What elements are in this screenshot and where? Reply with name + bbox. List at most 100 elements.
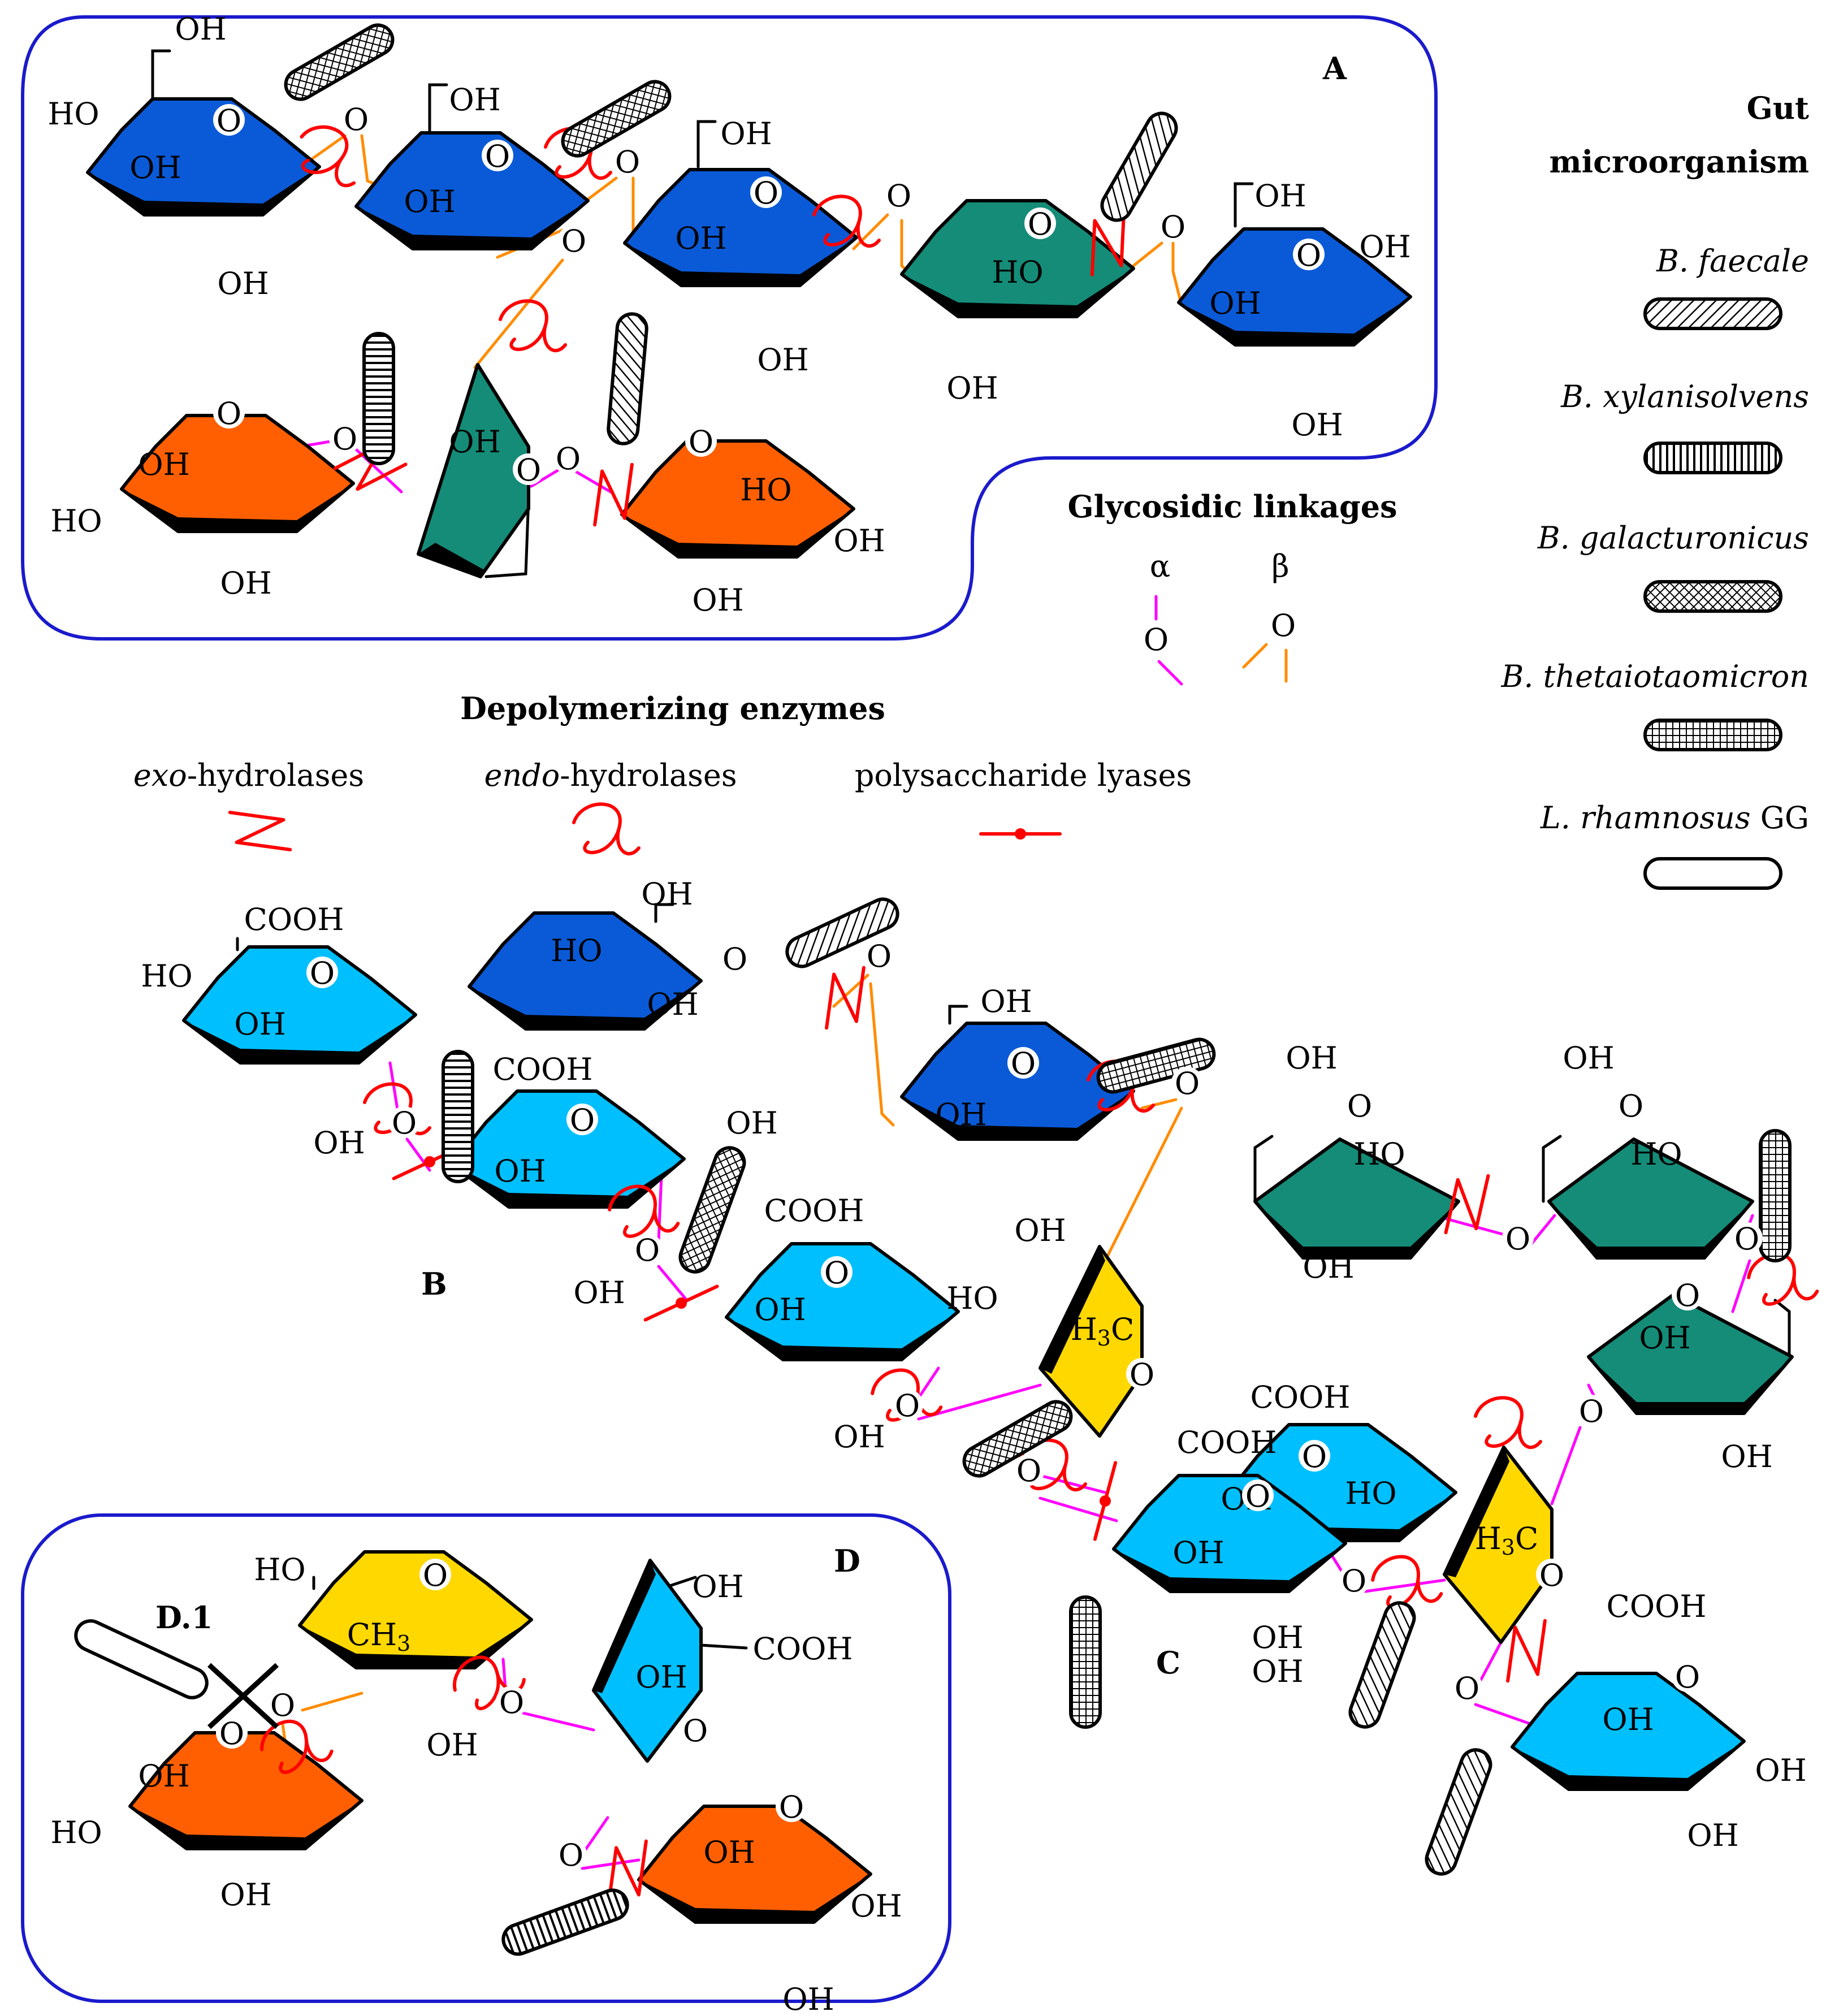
group-oh-102: OH <box>220 1877 271 1913</box>
microorganism-diagonal-8 <box>785 897 899 968</box>
endo-hydrolase-cut-2 <box>544 127 612 180</box>
panel-d1-label: D.1 <box>155 1599 213 1636</box>
group-o-59: O <box>824 1255 849 1291</box>
legend-bug-3-name: B. galacturonicus <box>1537 520 1809 556</box>
group-oh-48: OH <box>935 1097 986 1132</box>
group-ho-77: HO <box>1345 1476 1396 1511</box>
glucose-ring-5-bold-edge <box>1179 297 1410 345</box>
group-o-75: O <box>1245 1478 1270 1514</box>
ring-oxygen-gap <box>821 1256 853 1288</box>
alpha-linkage-26 <box>657 1265 689 1302</box>
galactose-ring-25-bold-edge <box>639 1874 871 1922</box>
ring-oxygen-gap <box>750 176 782 208</box>
bond-linkage-34 <box>1542 1135 1562 1203</box>
ring-oxygen-gap <box>566 1104 598 1135</box>
rhamnose-ring-15 <box>1039 1245 1144 1438</box>
group-oh-89: OH <box>1563 1040 1614 1076</box>
legend-bug-4-name: B. thetaiotaomicron <box>1501 659 1809 694</box>
polysaccharide-lyase-cut-21 <box>1093 1461 1118 1541</box>
legend-alpha-bond-bottom <box>1157 660 1183 686</box>
microorganism-grid-9 <box>1096 1037 1216 1094</box>
ring-oxygen-gap <box>1242 1479 1274 1511</box>
ring-oxygen-gap <box>1299 1440 1330 1472</box>
group-o-24: O <box>1161 209 1185 245</box>
group-o-67: O <box>1175 1066 1200 1101</box>
endo-hydrolase-cut-5 <box>499 299 567 353</box>
galactose-ring-8-bold-edge <box>622 509 854 557</box>
group-o-11: O <box>754 175 778 211</box>
group-oh-52: OH <box>494 1153 546 1189</box>
bond-linkage-33 <box>1253 1135 1274 1203</box>
group-oh-91: OH <box>1639 1320 1690 1356</box>
ring-oxygen-gap <box>1338 1564 1370 1596</box>
rhamnose-side-bold-edge <box>1444 1447 1509 1577</box>
beta-linkage-30 <box>1106 1106 1183 1257</box>
group-o-5: O <box>217 103 241 139</box>
alpha-linkage-23 <box>388 1061 400 1118</box>
microorganism-diagonal-5 <box>607 312 648 445</box>
group-o-37: O <box>556 441 581 477</box>
alpha-linkage-36 <box>1039 1474 1107 1494</box>
beta-linkage-51 <box>301 1691 364 1712</box>
group-oh-113: OH <box>850 1888 902 1924</box>
ring-oxygen-gap <box>340 103 372 135</box>
group-oh-82: OH <box>1687 1818 1738 1853</box>
microorganism-vertical-6 <box>442 1050 474 1183</box>
bond-linkage-2 <box>428 83 448 135</box>
group-o-29: O <box>217 396 241 431</box>
galacturonic-ring-16-bold-edge <box>1114 1543 1345 1591</box>
exo-hydrolase-cut-20 <box>1506 1619 1547 1683</box>
exo-hydrolase-cut-6 <box>333 442 408 491</box>
group-o-116: O <box>270 1688 295 1723</box>
group-oh-41: OH <box>313 1125 365 1161</box>
ring-oxygen-gap <box>680 1714 711 1746</box>
alpha-linkage-16 <box>354 448 403 494</box>
ring-oxygen-gap <box>685 425 717 457</box>
group-cooh-80: COOH <box>1607 1589 1707 1624</box>
legend-beta-bond-left <box>1242 643 1268 669</box>
ring-oxygen-gap <box>892 1389 923 1421</box>
group-o-103: O <box>219 1716 244 1751</box>
ring-oxygen-gap <box>419 1559 451 1590</box>
group-oh-7: OH <box>449 82 500 118</box>
ring-oxygen-gap <box>883 179 915 211</box>
group-ho-105: HO <box>254 1552 305 1587</box>
alpha-linkage-37 <box>1039 1496 1118 1522</box>
group-o-107: O <box>423 1558 448 1593</box>
group-cooh-61: COOH <box>1250 1379 1351 1415</box>
group-oh-12: OH <box>757 342 808 378</box>
exo-hydrolase-cut-4 <box>1090 210 1126 276</box>
group-oh-33: OH <box>833 523 885 559</box>
group-o-68: O <box>895 1388 920 1424</box>
group-o-93: O <box>1675 1278 1700 1313</box>
alpha-linkage-56 <box>581 1858 641 1870</box>
group-oh-19: OH <box>1291 407 1343 443</box>
group-oh-1: OH <box>129 150 181 185</box>
group-oh-34: OH <box>692 582 743 618</box>
beta-linkage-12 <box>1171 241 1183 307</box>
legend-gut-title-line1: Gut <box>1747 90 1809 126</box>
group-o-55: O <box>570 1102 595 1138</box>
group-oh-43: OH <box>641 876 693 912</box>
ring-oxygen-gap <box>558 224 590 256</box>
legend-bug-2-swatch <box>1643 442 1782 474</box>
ring-oxygen-gap <box>1502 1222 1534 1254</box>
endo-hydrolase-cut-27 <box>572 802 641 856</box>
group-oh-58: OH <box>833 1419 885 1455</box>
alpha-linkage-40 <box>1477 1641 1503 1686</box>
ring-oxygen-gap <box>1013 1454 1045 1486</box>
ring-oxygen-gap <box>612 145 643 177</box>
glucose-ring-1-bold-edge <box>88 167 319 215</box>
group-oh-72: OH <box>1172 1535 1224 1571</box>
group-oh-114: OH <box>782 1982 834 2016</box>
glucose-ring-10-bold-edge <box>469 981 701 1029</box>
galacturonic-side-bold-edge <box>594 1560 656 1693</box>
beta-linkage-28 <box>869 982 895 1127</box>
group-o-90: O <box>1619 1088 1643 1124</box>
legend-bug-1-swatch <box>1643 297 1782 330</box>
group-o-66: O <box>867 938 892 974</box>
endo-hydrolase-cut-1 <box>300 125 356 188</box>
microorganism-diagonal-13 <box>1425 1748 1492 1876</box>
group-oh-9: OH <box>675 220 726 256</box>
group-o-8: O <box>485 139 510 174</box>
